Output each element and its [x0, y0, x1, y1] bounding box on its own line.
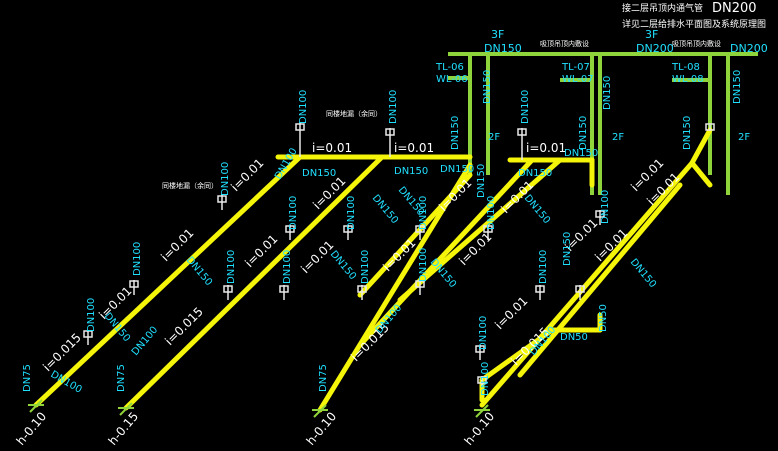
pipe-size-label: DN100: [132, 242, 143, 276]
riser-06-tag: TL-06 WL-06 DN150 DN150 2F: [435, 62, 500, 150]
dn200-right-label: DN200: [730, 42, 768, 55]
pipe-size-label: DN100: [226, 250, 237, 284]
outlet-symbol-3: [312, 404, 328, 418]
floor-drain-fitting: [83, 330, 93, 345]
pipe-size-label: DN100: [298, 90, 309, 124]
top-labels: 3F 3F DN150 DN200 DN200 吸顶吊顶内敷设 吸顶吊顶内敷设: [484, 28, 768, 55]
riser-07-wl-label: WL-07: [562, 74, 594, 85]
pipe-size-label: DN75: [22, 364, 33, 392]
riser-07-floor-label: 2F: [612, 132, 624, 143]
slope-label: i=0.01: [312, 141, 352, 155]
pipe-fittings: [83, 123, 715, 386]
pipe-size-label: DN100: [538, 250, 549, 284]
pipe-size-label: DN100: [478, 316, 489, 350]
floor-3f-label-b: 3F: [645, 28, 658, 41]
pipe-size-label: DN150: [562, 232, 573, 266]
riser-08-tl-label: TL-08: [671, 62, 700, 73]
riser-08-floor-label: 2F: [738, 132, 750, 143]
riser-06-wl-label: WL-06: [436, 74, 468, 85]
floor-drain-fitting: [477, 376, 487, 386]
outlet-symbol-1: [28, 399, 44, 413]
pipe-size-label: DN100: [480, 362, 491, 396]
floor-drain-fitting: [517, 128, 527, 160]
riser-07-tag: TL-07 WL-07 DN150 DN150 2F: [561, 62, 624, 150]
pipe-size-label: DN100: [418, 196, 429, 230]
floor-drain-fitting: [705, 123, 715, 131]
header-note: 接二层吊顶内通气管 DN200 详见二层给排水平面图及系统原理图: [622, 1, 766, 30]
floor-drain-fitting: [129, 280, 139, 295]
floor-drain-fitting: [223, 285, 233, 300]
pipe-size-label: DN100: [360, 250, 371, 284]
floor-drain-fitting: [357, 285, 367, 300]
header-note-size: DN200: [712, 1, 757, 16]
pipe-size-label: DN100: [220, 162, 231, 196]
header-note-line1: 接二层吊顶内通气管: [622, 2, 703, 14]
riser-tags: TL-06 WL-06 DN150 DN150 2F TL-07 WL-07 D…: [435, 62, 750, 150]
floor-drain-fitting: [595, 210, 605, 225]
pipe-size-label: DN100: [388, 90, 399, 124]
riser-06-size-upper: DN150: [482, 70, 493, 104]
floor-drain-fitting: [295, 123, 305, 157]
pipe-size-label: DN100: [86, 298, 97, 332]
pipe-size-label: DN150: [476, 164, 487, 198]
drainage-pipe-network: [33, 127, 713, 413]
header-note-line2: 详见二层给排水平面图及系统原理图: [622, 18, 766, 30]
dn200-top-label: DN200: [636, 42, 674, 55]
pipe-size-label: DN100: [520, 90, 531, 124]
riser-07-size-upper: DN150: [602, 76, 613, 110]
floor-drain-notes: 同楼地漏（余同） 同楼地漏（余同）: [162, 109, 382, 190]
floor-drain-fitting: [217, 195, 227, 210]
floor-drain-fitting: [475, 345, 485, 360]
pipe-size-label: DN100: [346, 196, 357, 230]
riser-08-tag: TL-08 WL-08 DN150 DN150 2F: [671, 62, 750, 150]
pipe-size-label: DN75: [116, 364, 127, 392]
floor-drain-fitting: [415, 280, 425, 295]
floor-drain-fitting: [415, 225, 425, 240]
ceiling-note-2: 吸顶吊顶内敷设: [672, 39, 721, 48]
riser-06-size-lower: DN150: [450, 116, 461, 150]
pipe-size-label: DN100: [288, 196, 299, 230]
floor-drain-fitting: [285, 225, 295, 240]
floor-drain-fitting: [483, 225, 493, 240]
pipe-size-label: DN150: [518, 168, 552, 179]
dn150-top-label: DN150: [484, 42, 522, 55]
pipe-size-label: DN150: [302, 168, 336, 179]
floor-drain-fitting: [535, 285, 545, 300]
outlet-symbol-4: [474, 404, 490, 418]
floor-drain-fitting: [343, 225, 353, 240]
ceiling-note-1: 吸顶吊顶内敷设: [540, 39, 589, 48]
pipe-size-label: DN150: [564, 148, 598, 159]
pipe-size-label: DN100: [486, 196, 497, 230]
riser-08-size-lower: DN150: [682, 116, 693, 150]
pipe-size-label: DN100: [600, 190, 611, 224]
floor-drain-fitting: [279, 285, 289, 300]
pipe-size-label: DN50: [560, 332, 588, 343]
riser-08-wl-label: WL-08: [672, 74, 704, 85]
riser-06-tl-label: TL-06: [435, 62, 464, 73]
floor-drain-fitting: [385, 128, 395, 157]
floor-drain-note-2: 同楼地漏（余同）: [162, 181, 218, 190]
pipe-size-label: DN150: [394, 166, 428, 177]
slope-label: i=0.01: [394, 141, 434, 155]
pipe-size-label: DN100: [418, 248, 429, 282]
riser-07-size-lower: DN150: [578, 116, 589, 150]
riser-06-floor-label: 2F: [488, 132, 500, 143]
pipe-size-label: DN100: [282, 250, 293, 284]
outlet-symbols: [28, 399, 490, 418]
riser-08-size-upper: DN150: [732, 70, 743, 104]
pipe-size-label: DN75: [318, 364, 329, 392]
riser-07-tl-label: TL-07: [561, 62, 590, 73]
outlet-symbol-2: [118, 402, 134, 416]
floor-3f-label-a: 3F: [491, 28, 504, 41]
slope-label: i=0.01: [526, 141, 566, 155]
vent-pipe-network: [448, 52, 758, 195]
floor-drain-fitting: [575, 285, 585, 300]
pipe-size-label: DN50: [598, 304, 609, 332]
pipe-size-label: DN150: [440, 164, 474, 175]
floor-drain-note-1: 同楼地漏（余同）: [326, 109, 382, 118]
